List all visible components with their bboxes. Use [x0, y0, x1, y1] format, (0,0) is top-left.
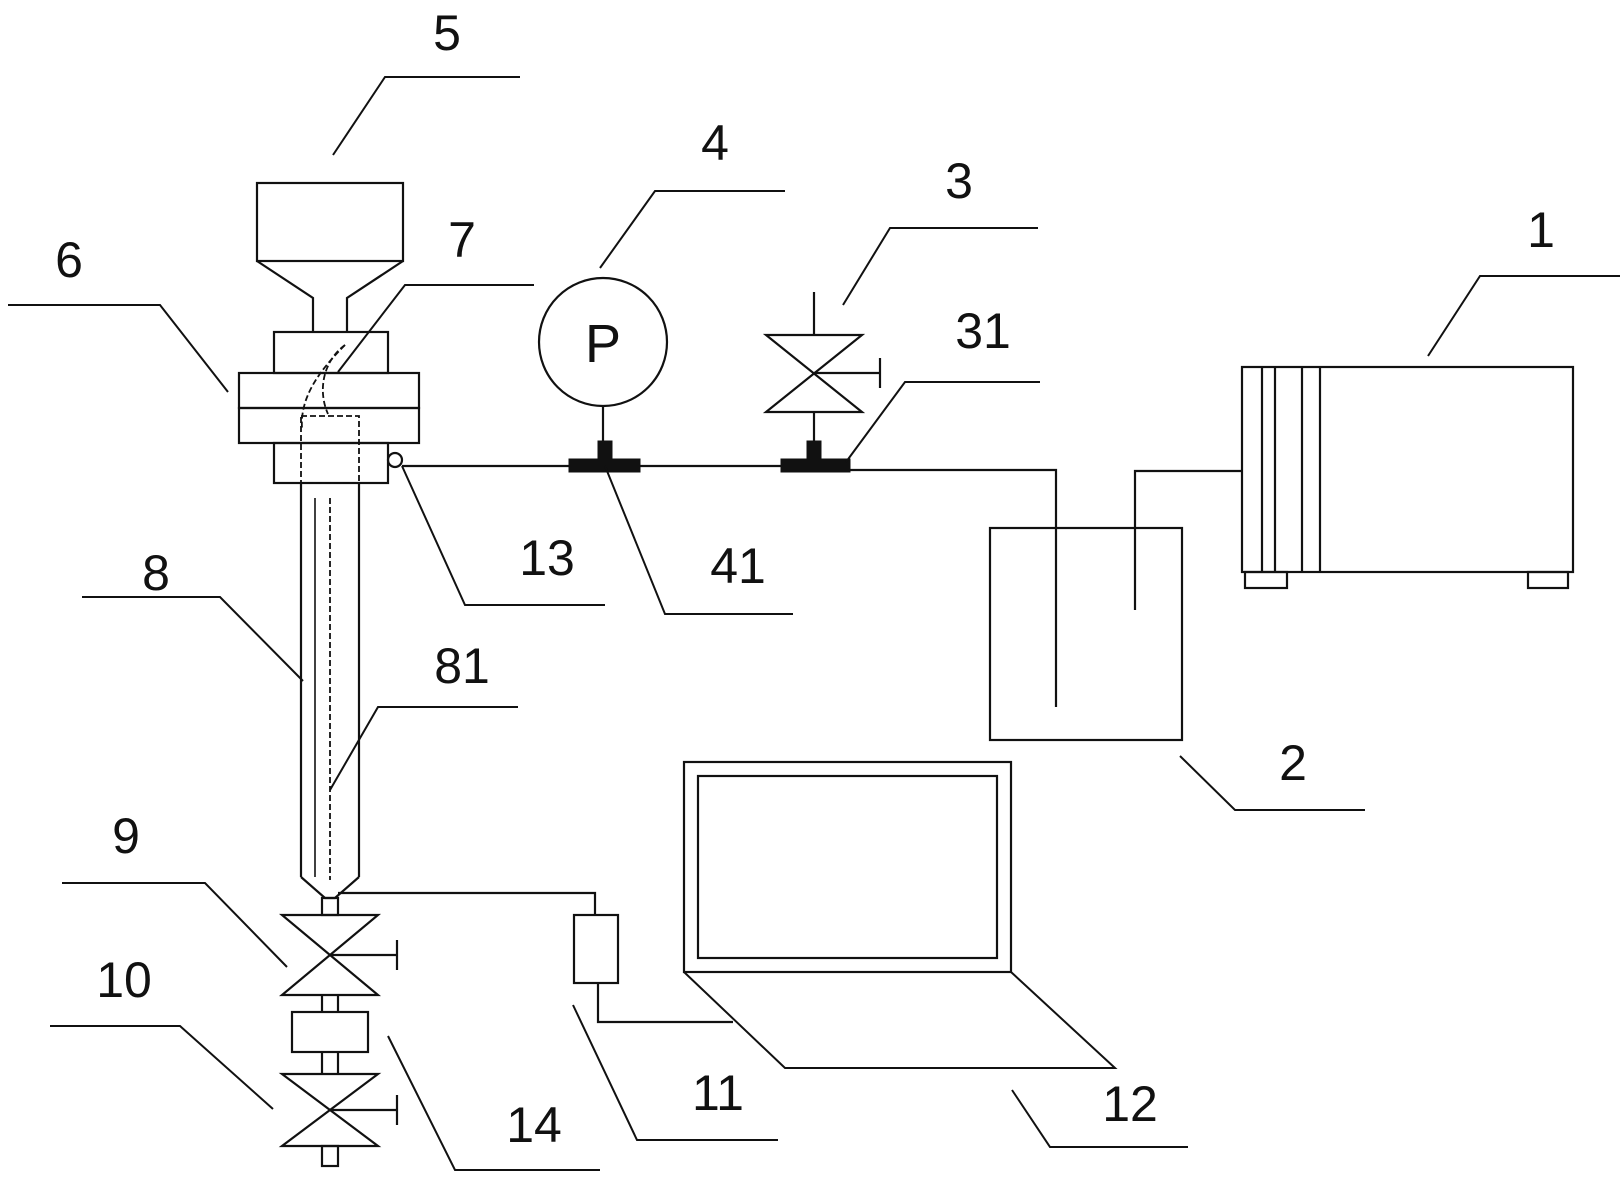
label-81: 81 [434, 638, 490, 694]
pipeline [386, 440, 851, 473]
label-4: 4 [701, 115, 729, 171]
component-1-pump-unit [1240, 365, 1575, 590]
component-12-computer [682, 760, 1118, 1069]
label-10: 10 [96, 952, 152, 1008]
component-10-valve [278, 1072, 399, 1168]
label-31: 31 [955, 303, 1011, 359]
label-11: 11 [692, 1065, 744, 1121]
label-8: 8 [142, 545, 170, 601]
label-41: 41 [710, 538, 766, 594]
component-14-collector [290, 1010, 370, 1074]
label-2: 2 [1279, 735, 1307, 791]
label-9: 9 [112, 808, 140, 864]
label-7: 7 [448, 212, 476, 268]
component-7-deflector [322, 344, 346, 415]
leader-lines [8, 76, 1620, 1171]
component-8-tube [299, 483, 361, 917]
label-13: 13 [519, 530, 575, 586]
reference-labels: 1 2 3 31 4 41 5 6 7 8 81 9 10 11 12 13 1… [55, 5, 1555, 1153]
label-12: 12 [1102, 1076, 1158, 1132]
component-2-container [845, 468, 1242, 742]
label-1: 1 [1527, 202, 1555, 258]
component-11-sensor [338, 891, 733, 1024]
label-3: 3 [945, 153, 973, 209]
component-9-valve [278, 913, 399, 1012]
component-3-valve [762, 292, 882, 442]
gauge-symbol: P [585, 314, 621, 374]
component-4-pressure-gauge: P [537, 276, 669, 442]
component-6-flange [237, 330, 421, 485]
component-5-hopper [255, 181, 405, 332]
label-5: 5 [433, 5, 461, 61]
label-6: 6 [55, 232, 83, 288]
label-14: 14 [506, 1097, 562, 1153]
